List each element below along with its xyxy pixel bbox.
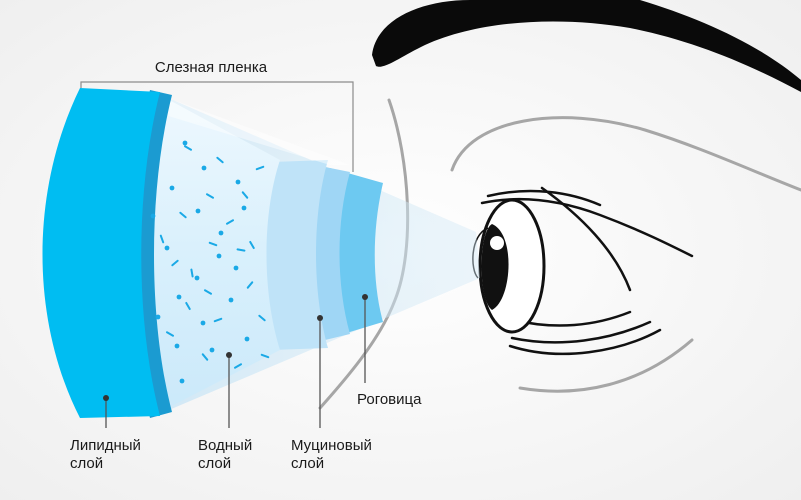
particle-dot [200,320,206,326]
particle-dot [155,314,161,320]
particle-dash [201,353,209,361]
mucin-light-layer [261,160,328,350]
mucin-label-line2: слой [291,455,324,472]
particle-dash [203,289,213,295]
particle-dot [201,165,207,171]
cornea-label: Роговица [357,391,422,408]
aqueous-label-line2: слой [198,455,231,472]
particle-dash [241,191,249,199]
layer-labels: Липидный слой Водный слой Муциновый слой… [70,391,422,472]
eyelash-line [540,186,632,292]
particle-dash [255,165,265,171]
particle-dot [228,297,234,303]
tear-film-layers [42,88,383,418]
particle-dash [205,193,215,199]
particle-dash [216,156,224,164]
particle-dash [179,211,187,219]
particle-dash [165,331,175,337]
particle-dot [194,275,200,281]
eyebrow [372,0,801,92]
particle-dash [233,363,243,369]
particle-dash [258,314,266,322]
particle-dot [174,343,180,349]
tear-film-bracket [80,81,354,172]
particle-dash [236,248,246,252]
pupil-highlight [490,236,504,250]
lipid-label-line1: Липидный [70,437,141,454]
particle-dash [185,301,191,311]
cornea-leader-dot [362,294,368,300]
aqueous-shine [165,98,350,165]
eyelid-crease [450,116,801,192]
lower-eyelid-outer [508,328,662,356]
particle-dot [216,253,222,259]
particle-dot [150,213,156,219]
aqueous-particles [150,140,270,384]
particle-dash [213,317,223,323]
particle-dot [244,336,250,342]
particle-dash [208,241,218,247]
particle-dash [225,219,235,225]
particle-dash [171,259,179,267]
particle-dash [249,240,255,250]
aqueous-leader-dot [226,352,232,358]
particle-dot [182,140,188,146]
mucin-label-line1: Муциновый [291,437,372,454]
particle-dot [235,179,241,185]
particle-dot [164,245,170,251]
particle-dash [246,281,254,289]
particle-dash [190,268,194,278]
particle-dot [233,265,239,271]
particle-dot [195,208,201,214]
particle-dot [169,185,175,191]
particle-dot [176,294,182,300]
mucin-leader-dot [317,315,323,321]
particle-dot [218,230,224,236]
particle-dot [209,347,215,353]
lipid-leader-dot [103,395,109,401]
particle-dash [260,353,270,359]
aqueous-layer [143,95,280,412]
cheek-line [518,338,694,393]
lipid-label-line2: слой [70,455,103,472]
particle-dash [159,234,165,244]
particle-dot [179,378,185,384]
tear-film-title: Слезная пленка [155,59,268,76]
lipid-layer [42,88,160,418]
particle-dot [241,205,247,211]
leader-lines [103,294,368,428]
particle-dash [183,145,193,151]
aqueous-label-line1: Водный [198,437,252,454]
lower-eyelid [510,320,652,344]
